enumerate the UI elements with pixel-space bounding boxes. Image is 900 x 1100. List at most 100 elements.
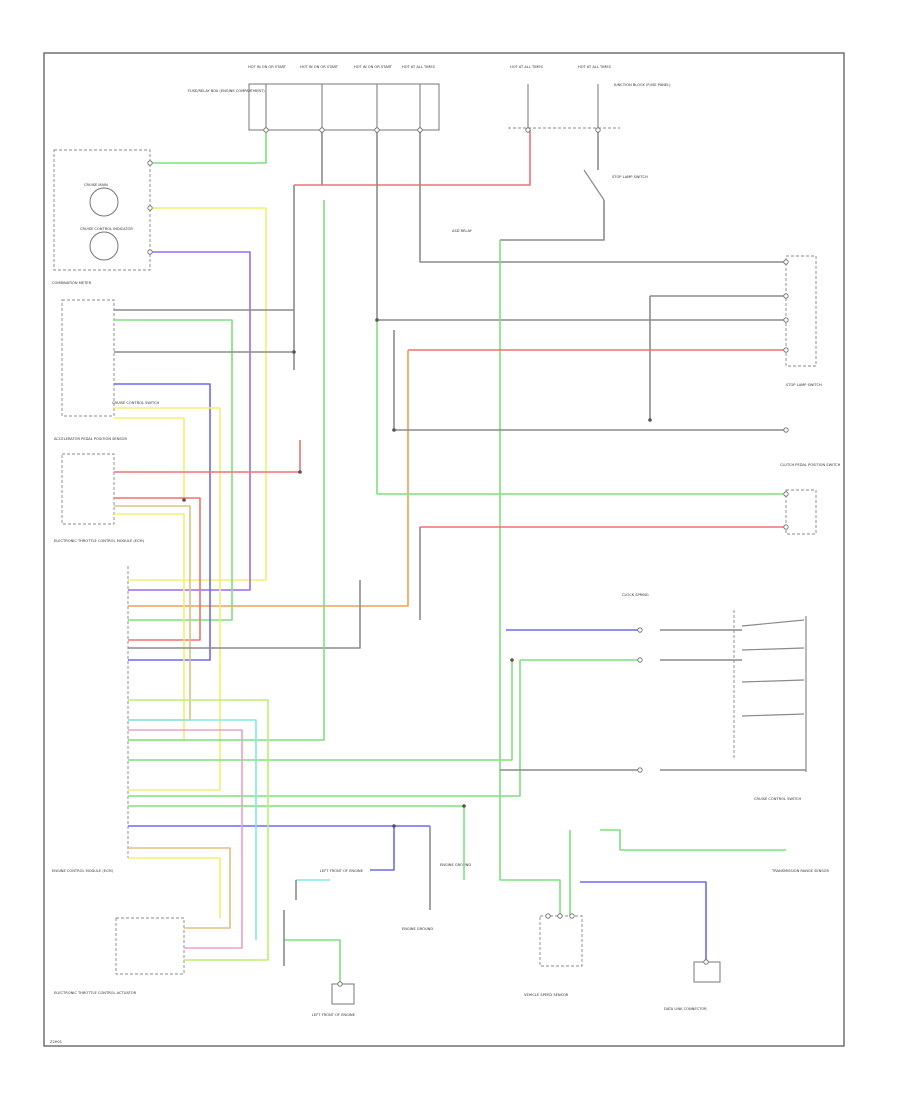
wire-lime-52 xyxy=(128,699,269,961)
cruise-switch-module: CRUISE CONTROL SWITCH xyxy=(61,299,159,417)
wire-green-41 xyxy=(128,805,465,880)
engine-ground-label: ENGINE GROUND xyxy=(402,927,433,931)
accelerator-sensor: ACCELERATOR PEDAL POSITION SENSOR xyxy=(54,437,127,525)
splice-dot-6 xyxy=(392,824,396,828)
terminal-7 xyxy=(147,205,153,211)
hot-run-label-1: HOT IN ON OR START xyxy=(248,65,287,69)
stop-lamp-switch-label: STOP LAMP SWITCH xyxy=(786,383,822,387)
terminal-23 xyxy=(569,913,575,919)
terminal-5 xyxy=(595,127,601,133)
wire-yellow-24 xyxy=(114,407,221,791)
wire-gray-6 xyxy=(376,130,786,321)
hot-at-all-label-2: HOT AT ALL TIMES xyxy=(578,65,612,69)
ground-right-label: LEFT FRONT OF ENGINE xyxy=(320,869,364,873)
wire-green-10 xyxy=(499,240,561,916)
stop-lamp-switch-top: STOP LAMP SWITCH xyxy=(583,169,648,201)
wire-violet-2 xyxy=(128,251,251,591)
cruise-control-indicator-label: CRUISE CONTROL INDICATOR xyxy=(80,227,133,231)
fuse-block: HOT IN ON OR START HOT IN ON OR START HO… xyxy=(188,65,440,131)
ground-g-label: ENGINE GROUND xyxy=(440,863,471,867)
terminal-3 xyxy=(417,127,423,133)
wire-gray-7 xyxy=(419,130,786,263)
stop-lamp-switch-top-label: STOP LAMP SWITCH xyxy=(612,175,648,179)
trans-range-label: TRANSMISSION RANGE SENSOR xyxy=(771,869,829,873)
asd-relay: ASD RELAY xyxy=(452,229,473,233)
terminal-13 xyxy=(783,427,789,433)
wire-tan-50 xyxy=(128,847,231,929)
clock-spring-label: CLOCK SPRING xyxy=(622,593,649,597)
terminal-6 xyxy=(147,160,153,166)
terminal-21 xyxy=(557,913,563,919)
terminal-8 xyxy=(147,249,153,255)
ecm-bottom-label: ENGINE CONTROL MODULE (ECM) xyxy=(52,869,114,873)
wire-green-38 xyxy=(128,200,325,741)
combination-meter-label: COMBINATION METER xyxy=(52,281,92,285)
terminal-18 xyxy=(637,767,643,773)
wire-gray-9 xyxy=(500,200,605,241)
wire-green-15 xyxy=(376,320,786,495)
wire-red-27 xyxy=(114,497,201,641)
terminal-1 xyxy=(319,127,325,133)
wire-pink-49 xyxy=(128,729,243,949)
wire-blue-47 xyxy=(580,881,707,962)
splice-dot-7 xyxy=(182,498,186,502)
terminal-9 xyxy=(783,259,789,265)
splice-dot-4 xyxy=(510,658,514,662)
terminal-20 xyxy=(337,981,343,987)
splice-dot-2 xyxy=(392,428,396,432)
wire-yellow-1 xyxy=(128,207,267,581)
terminal-22 xyxy=(545,913,551,919)
stop-lamp-switch: STOP LAMP SWITCH xyxy=(785,255,822,387)
ecm-connector-label: ELECTRONIC THROTTLE CONTROL MODULE (ECM) xyxy=(54,539,145,543)
wire-green-33 xyxy=(128,660,521,797)
wire-layer xyxy=(114,127,806,987)
wire-green-39 xyxy=(128,660,513,761)
hot-run-label-2: HOT IN ON OR START xyxy=(300,65,339,69)
terminal-14 xyxy=(783,491,789,497)
wire-cyan-48 xyxy=(128,719,257,940)
trans-range-sensor: TRANSMISSION RANGE SENSOR xyxy=(771,869,829,873)
ecm-connector: ELECTRONIC THROTTLE CONTROL MODULE (ECM)… xyxy=(52,539,145,873)
throttle-actuator: ELECTRONIC THROTTLE CONTROL ACTUATOR xyxy=(54,917,185,995)
wire-orange-14 xyxy=(128,350,409,607)
terminal-0 xyxy=(263,127,269,133)
footer-code: Z2H01 xyxy=(50,1040,62,1044)
cruise-indicator-label: CRUISE MAIN xyxy=(84,183,108,187)
terminal-17 xyxy=(637,657,643,663)
diagram-frame xyxy=(43,52,845,1047)
splice-dot-8 xyxy=(298,470,302,474)
splice-dot-0 xyxy=(292,350,296,354)
terminal-16 xyxy=(637,627,643,633)
wire-green-0 xyxy=(150,130,267,164)
wire-red-4 xyxy=(294,130,531,186)
clutch-switch-label: CLUTCH PEDAL POSITION SWITCH xyxy=(780,463,841,467)
wire-blue-42 xyxy=(370,826,395,871)
splice-dot-1 xyxy=(375,318,379,322)
hot-at-all-label-1: HOT AT ALL TIMES xyxy=(510,65,544,69)
junction-block: HOT AT ALL TIMES HOT AT ALL TIMES JUNCTI… xyxy=(508,65,671,130)
data-link-connector: DATA LINK CONNECTOR xyxy=(664,961,721,1011)
terminal-4 xyxy=(525,127,531,133)
splice-dot-3 xyxy=(648,418,652,422)
hot-run-label-3: HOT IN ON OR START xyxy=(354,65,393,69)
terminal-10 xyxy=(783,293,789,299)
terminal-12 xyxy=(783,347,789,353)
cruise-switch-right-label: CRUISE CONTROL SWITCH xyxy=(754,797,801,801)
ground-left-label: LEFT FRONT OF ENGINE xyxy=(312,1013,356,1017)
wire-green-46 xyxy=(600,829,621,850)
wire-green-53 xyxy=(284,939,341,984)
hot-run-label-4: HOT AT ALL TIMES xyxy=(402,65,436,69)
wire-gray-30 xyxy=(128,580,361,649)
vehicle-speed-sensor: VEHICLE SPEED SENSOR xyxy=(524,915,583,997)
wire-yellow-51 xyxy=(128,857,221,918)
asd-relay-label: ASD RELAY xyxy=(452,229,473,233)
wire-blue-23 xyxy=(114,383,211,661)
cruise-switches-right: CLOCK SPRING CRUISE CONTROL SWITCH xyxy=(622,593,807,801)
wire-yellow-29 xyxy=(114,513,185,741)
wire-green-21 xyxy=(114,319,233,621)
combination-meter: CRUISE MAIN CRUISE CONTROL INDICATOR COM… xyxy=(52,149,151,285)
wire-yellow-25 xyxy=(114,417,185,500)
junction-block-label: JUNCTION BLOCK (FUSE PANEL) xyxy=(613,83,671,87)
terminal-11 xyxy=(783,317,789,323)
